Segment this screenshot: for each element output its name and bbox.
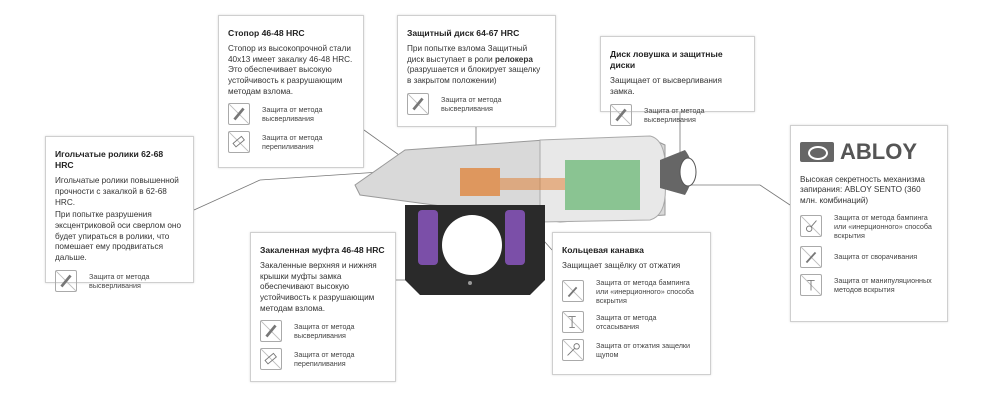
stopor-callout: Стопор 46-48 HRC Стопор из высокопрочной…: [218, 15, 364, 168]
feature-item: Защита от метода высверливания: [260, 320, 386, 343]
coupling-callout: Закаленная муфта 46-48 HRC Закаленные ве…: [250, 232, 396, 382]
callout-title: Игольчатые ролики 62-68 HRC: [55, 149, 164, 171]
callout-text-2: При попытке разрушения эксцентриковой ос…: [55, 210, 182, 262]
trap-disk-callout: Диск ловушка и защитные диски Защищает о…: [600, 36, 755, 126]
callout-text: Защищает защёлку от отжатия: [562, 261, 681, 271]
feature-item: Защита от манипуляционных методов вскрыт…: [800, 273, 938, 296]
callout-text: Высокая секретность механизма запирания:…: [800, 174, 925, 205]
callout-title: Диск ловушка и защитные диски: [610, 49, 723, 71]
saw-icon: [228, 131, 250, 154]
lockpick-icon: [800, 273, 822, 296]
feature-item: Защита от сворачивания: [800, 245, 938, 268]
drill-icon: [228, 103, 250, 126]
callout-title: Закаленная муфта 46-48 HRC: [260, 245, 385, 255]
feature-item: Защита от метода отсасывания: [562, 310, 701, 333]
ring-groove-callout: Кольцевая канавка Защищает защёлку от от…: [552, 232, 711, 375]
suction-pump-icon: [562, 310, 584, 333]
callout-text: Стопор из высокопрочной стали 40х13 имее…: [228, 44, 353, 96]
abloy-callout: ABLOY Высокая секретность механизма запи…: [790, 125, 948, 322]
feature-item: Защита от метода высверливания: [228, 103, 354, 126]
feature-item: Защита от метода высверливания: [610, 103, 745, 126]
disk-callout: Защитный диск 64-67 HRC При попытке взло…: [397, 15, 556, 127]
probe-icon: [562, 338, 584, 361]
feature-item: Защита от метода высверливания: [55, 269, 184, 292]
bump-key-icon: [800, 215, 822, 238]
callout-title: Стопор 46-48 HRC: [228, 28, 305, 38]
drill-icon: [55, 269, 77, 292]
needle-rollers-callout: Игольчатые ролики 62-68 HRC Игольчатые р…: [45, 136, 194, 292]
feature-item: Защита от метода бампинга или «инерционн…: [800, 213, 938, 240]
drill-icon: [407, 92, 429, 115]
feature-item: Защита от метода перепиливания: [228, 131, 354, 154]
saw-icon: [260, 348, 282, 371]
hammer-icon: [562, 280, 584, 303]
callout-title: Кольцевая канавка: [562, 245, 644, 255]
callout-text: Игольчатые ролики повышенной прочности с…: [55, 176, 179, 207]
feature-item: Защита от метода высверливания: [407, 92, 546, 115]
drill-icon: [260, 320, 282, 343]
drill-icon: [610, 103, 632, 126]
callout-text: При попытке взлома Защитный диск выступа…: [407, 44, 541, 86]
feature-item: Защита от метода бампинга или «инерционн…: [562, 278, 701, 305]
feature-item: Защита от отжатия защелки щупом: [562, 338, 701, 361]
callout-title: Защитный диск 64-67 HRC: [407, 28, 520, 38]
abloy-logo: ABLOY: [800, 138, 938, 167]
feature-item: Защита от метода перепиливания: [260, 348, 386, 371]
twist-wrench-icon: [800, 245, 822, 268]
callout-text: Защищает от высверливания замка.: [610, 76, 722, 96]
callout-text: Закаленные верхняя и нижняя крышки муфты…: [260, 261, 377, 313]
